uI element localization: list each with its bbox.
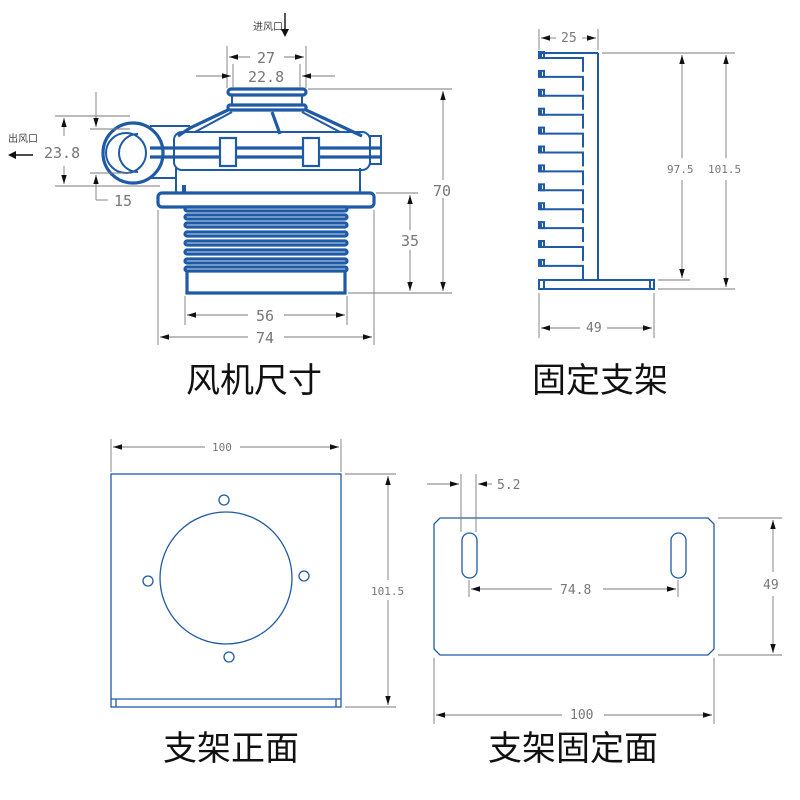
dim-bracket-base-width: 49 (538, 293, 655, 338)
mount-hole-bottom (223, 651, 235, 663)
fin-tip (538, 221, 545, 230)
mount-hole-left (142, 575, 154, 587)
fin-tip (538, 69, 545, 78)
caption-bracket-front: 支架正面 (163, 729, 299, 769)
dim-text-mount-height: 49 (763, 578, 779, 593)
fin (540, 71, 584, 91)
thread-rings (183, 213, 349, 273)
dim-inner-height: 97.5 (602, 52, 735, 281)
dim-mount-height: 49 (718, 517, 782, 656)
fin (540, 260, 584, 280)
fin-tip (538, 258, 545, 267)
dim-inlet-inner: 22.8 (196, 64, 335, 88)
bracket-front-panel: 100 101.5 支架正面 (110, 439, 404, 769)
dim-slot-width: 5.2 (427, 474, 520, 532)
dim-total-height: 70 (308, 88, 452, 294)
fin-tip (538, 107, 545, 116)
fin (540, 53, 584, 72)
fin-tip (538, 88, 545, 97)
dim-outer-height: 101.5 (658, 55, 741, 290)
fin-tip (538, 240, 545, 248)
dim-text-front-width: 100 (212, 441, 232, 454)
dim-text-fin-depth: 25 (561, 31, 577, 46)
dim-fin-depth: 25 (538, 29, 599, 50)
fin (540, 185, 584, 205)
fin-array (538, 51, 584, 280)
bracket-side-panel: 25 97.5 101.5 49 固定支架 (532, 29, 741, 401)
dim-text-bracket-base-width: 49 (586, 321, 602, 336)
inlet-arrow-icon (281, 13, 289, 37)
mount-slot-right (670, 532, 687, 579)
fin (540, 147, 584, 167)
bracket-front-plate (110, 473, 342, 708)
dim-text-inner-height: 97.5 (667, 163, 694, 176)
dim-mount-width: 100 (433, 658, 715, 724)
fin (540, 166, 584, 186)
inlet-label: 进风口 (253, 21, 283, 33)
caption-bracket-mount: 支架固定面 (488, 729, 658, 769)
dim-slot-spacing: 74.8 (468, 580, 679, 598)
fin-tip (538, 202, 545, 211)
dim-base-height: 35 (376, 192, 419, 291)
caption-bracket: 固定支架 (532, 361, 668, 401)
outlet-label: 出风口 (8, 132, 38, 145)
dim-flange-width: 74 (157, 210, 375, 347)
fin (540, 223, 584, 242)
mount-slot-left (461, 532, 478, 579)
bracket-mount-plate (433, 517, 715, 656)
fin-tip (538, 164, 545, 173)
fin (540, 128, 584, 148)
dim-text-total-height: 70 (433, 182, 451, 200)
dim-base-width: 56 (184, 296, 348, 325)
bracket-side-profile (538, 51, 655, 290)
fan-opening (159, 511, 293, 645)
bracket-mount-panel: 5.2 74.8 49 100 支架固定面 (427, 474, 782, 769)
fin (540, 109, 584, 129)
dim-text-flange-width: 74 (256, 329, 274, 347)
dim-front-height: 101.5 (345, 473, 404, 708)
dim-text-outlet-diameter: 23.8 (44, 144, 80, 162)
fin-tip (538, 51, 545, 59)
dim-text-slot-width: 5.2 (497, 478, 520, 493)
fan-dimensions-panel: 进风口 出风口 (8, 13, 452, 401)
fin (540, 204, 584, 224)
fin-tip (538, 145, 545, 154)
fin (540, 242, 584, 261)
dim-text-base-height: 35 (401, 232, 419, 250)
dim-outlet: 23.8 15 (44, 92, 160, 210)
mount-hole-right (298, 570, 310, 582)
dim-text-base-width: 56 (256, 307, 274, 325)
dim-inlet-outer: 27 (226, 46, 307, 88)
caption-fan-dimensions: 风机尺寸 (186, 361, 322, 401)
dim-text-inlet-inner: 22.8 (248, 68, 284, 86)
fan-body (101, 87, 382, 295)
dim-text-mount-width: 100 (570, 708, 593, 723)
fin (540, 90, 584, 110)
dim-text-front-height: 101.5 (371, 585, 404, 598)
dim-front-width: 100 (110, 439, 342, 472)
fin-tip (538, 126, 545, 135)
outlet-arrow-icon (8, 151, 33, 159)
mount-hole-top (218, 494, 230, 506)
dim-text-outlet-offset: 15 (114, 192, 132, 210)
fin-tip (538, 183, 545, 192)
dim-text-outer-height: 101.5 (708, 163, 741, 176)
dim-text-slot-spacing: 74.8 (560, 583, 591, 598)
dim-text-inlet-outer: 27 (257, 49, 275, 67)
